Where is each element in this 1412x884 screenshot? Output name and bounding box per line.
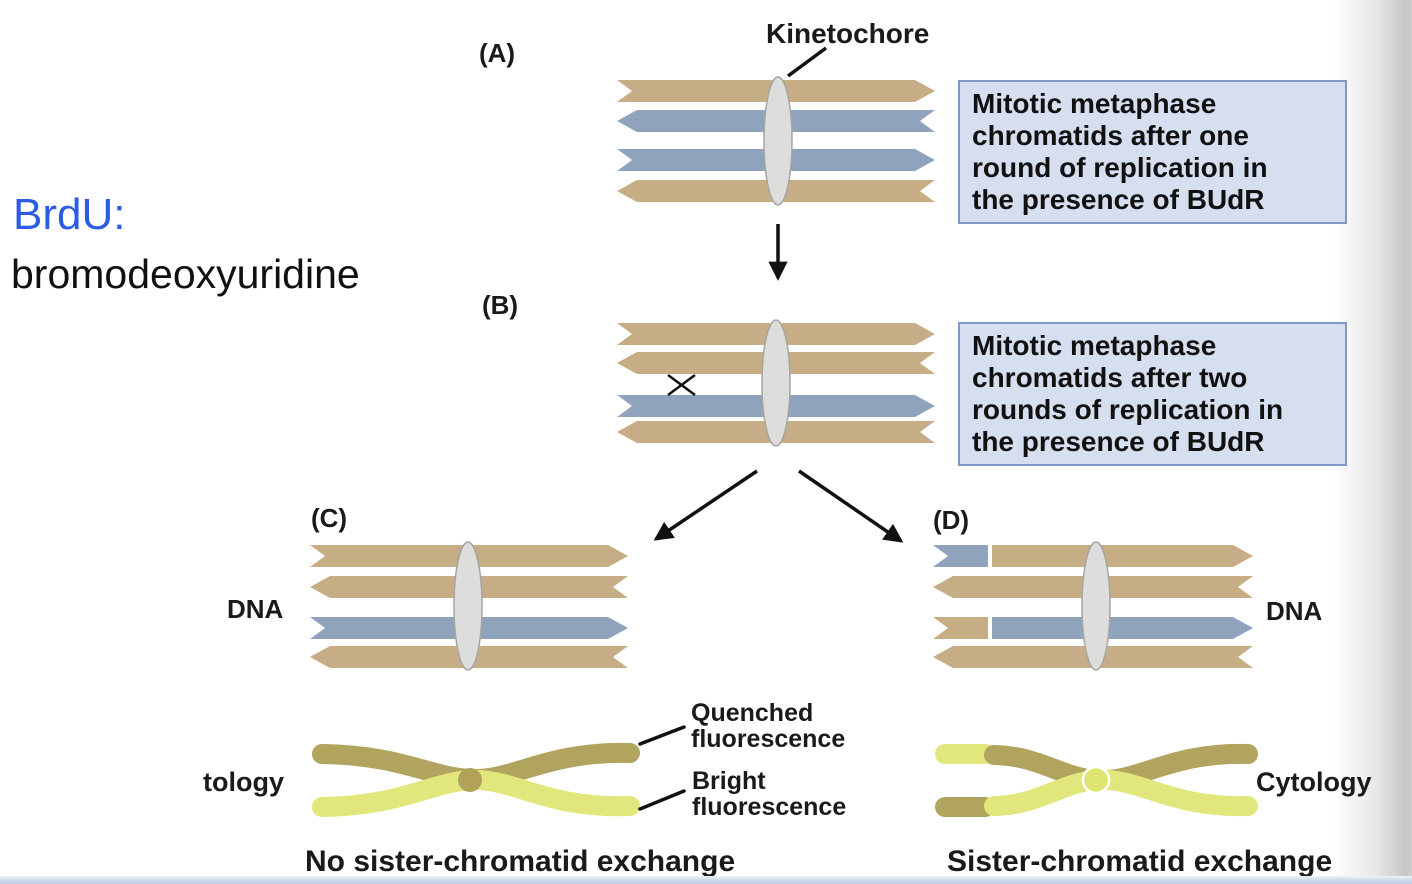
strand-tip-blue (933, 545, 988, 567)
cytology-label-right: Cytology (1256, 767, 1372, 797)
panel-c-label: (C) (311, 503, 348, 533)
panel-b-chromatids (617, 319, 935, 447)
caption-line: the presence of BUdR (972, 426, 1265, 457)
label-line: Quenched (691, 699, 814, 727)
caption-line: rounds of replication in (972, 394, 1284, 425)
kinetochore-ellipse (761, 319, 791, 447)
kinetochore-label: Kinetochore (766, 18, 930, 49)
panel-a-label: (A) (479, 38, 516, 68)
arrow-b-to-d (798, 469, 904, 543)
slide-footer-bar (0, 876, 1412, 884)
panel-b-caption-box: Mitotic metaphase chromatids after two r… (958, 322, 1347, 466)
label-line: fluorescence (691, 725, 846, 753)
strand-tip-tan (933, 617, 988, 639)
caption-line: Mitotic metaphase (972, 88, 1217, 119)
panel-b-label: (B) (482, 290, 519, 320)
caption-line: round of replication in (972, 152, 1268, 183)
panel-d-label: (D) (933, 505, 970, 535)
panel-a-caption-box: Mitotic metaphase chromatids after one r… (958, 80, 1347, 224)
strand-tan-right (992, 545, 1253, 567)
kinetochore-ellipse (763, 76, 793, 206)
cytology-no-exchange (312, 725, 686, 817)
dna-label-right: DNA (1266, 596, 1323, 626)
brdu-full-name: bromodeoxyuridine (11, 251, 360, 297)
panel-c-chromatids (310, 541, 628, 671)
kinetochore-ellipse (1081, 541, 1111, 671)
centromere (1081, 765, 1111, 795)
brdu-term: BrdU: (13, 190, 126, 239)
kinetochore-leader-line (786, 46, 828, 78)
exchange-site-x-mark (667, 373, 696, 397)
cytology-label-left-cropped: tology (203, 767, 284, 797)
quenched-fluorescence-label: Quenched fluorescence (691, 700, 845, 752)
slide-edge-shade (1334, 0, 1412, 884)
exchange-caption: Sister-chromatid exchange (947, 845, 1333, 878)
dna-label-left: DNA (227, 594, 284, 624)
arrow-b-to-c (653, 469, 758, 541)
no-exchange-caption: No sister-chromatid exchange (305, 845, 736, 878)
label-line: Bright (692, 767, 766, 795)
quenched-callout-line (638, 725, 686, 746)
caption-line: chromatids after one (972, 120, 1249, 151)
centromere (458, 768, 482, 792)
label-line: fluorescence (692, 793, 847, 821)
bright-fluorescence-label: Bright fluorescence (692, 768, 846, 820)
caption-line: Mitotic metaphase (972, 330, 1217, 361)
panel-a-chromatids (617, 46, 935, 206)
kinetochore-ellipse (453, 541, 483, 671)
caption-line: chromatids after two (972, 362, 1248, 393)
cytology-exchange (935, 743, 1258, 817)
caption-line: the presence of BUdR (972, 184, 1265, 215)
panel-d-chromatids (933, 541, 1253, 671)
bright-callout-line (638, 789, 686, 811)
strand-blue-right (992, 617, 1253, 639)
bright-chromatid (984, 769, 1258, 817)
